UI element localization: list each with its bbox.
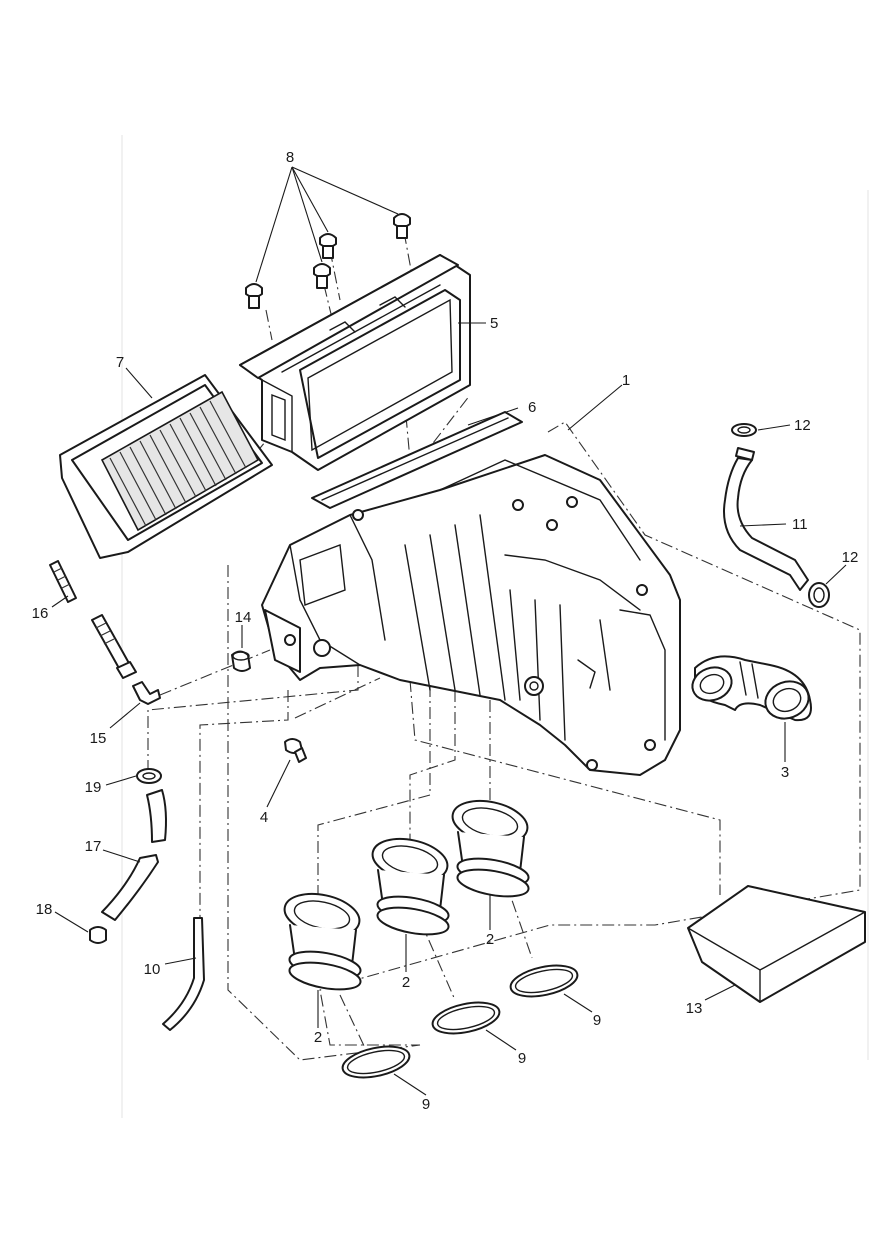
callout-12-lower: 12 <box>842 549 859 566</box>
mount-hole-icon <box>284 634 296 646</box>
callout-16: 16 <box>32 605 49 622</box>
screw-icon <box>393 213 411 239</box>
callout-2-middle: 2 <box>402 974 410 991</box>
callout-1: 1 <box>622 372 630 389</box>
elbow-duct <box>691 655 812 722</box>
callout-9-right: 9 <box>593 1012 601 1029</box>
o-ring-icon <box>341 1045 411 1079</box>
intake-adaptor-right <box>451 799 530 898</box>
hose-clip-lower <box>808 582 830 608</box>
o-ring-icon <box>431 1001 501 1035</box>
o-rings <box>341 964 579 1079</box>
callout-9-left: 9 <box>422 1096 430 1113</box>
callout-17: 17 <box>85 838 102 855</box>
callout-15: 15 <box>90 730 107 747</box>
callout-12-upper: 12 <box>794 417 811 434</box>
screw-icon <box>245 283 263 309</box>
callout-7: 7 <box>116 354 124 371</box>
mounting-bolt <box>284 738 307 763</box>
rubber-grommet <box>231 650 251 672</box>
intake-adaptor-middle <box>371 837 450 936</box>
callout-2-left: 2 <box>314 1029 322 1046</box>
elbow-fitting <box>132 681 161 705</box>
filter-housing-lid <box>239 254 471 471</box>
callout-8: 8 <box>286 149 294 166</box>
callout-3: 3 <box>781 764 789 781</box>
drain-tube <box>101 789 167 921</box>
housing-gasket <box>311 411 523 509</box>
o-ring-icon <box>509 964 579 998</box>
air-filter-element <box>59 374 273 559</box>
callout-14: 14 <box>235 609 252 626</box>
callout-6: 6 <box>528 399 536 416</box>
callout-4: 4 <box>260 809 268 826</box>
callout-13: 13 <box>686 1000 703 1017</box>
callout-labels: 8 5 7 6 1 12 11 12 16 14 3 15 19 4 17 18… <box>32 149 859 1113</box>
callout-18: 18 <box>36 901 53 918</box>
screws-group <box>245 213 411 309</box>
callout-19: 19 <box>85 779 102 796</box>
threaded-stud <box>49 560 137 679</box>
hose-clip-upper <box>731 423 757 437</box>
callout-11: 11 <box>792 516 808 533</box>
breather-hose <box>723 447 809 591</box>
mount-boss-icon <box>313 639 331 657</box>
callout-5: 5 <box>490 315 498 332</box>
screw-icon <box>313 263 331 289</box>
airbox-body <box>261 454 681 776</box>
small-hose <box>162 917 205 1031</box>
drain-clip <box>136 768 162 784</box>
screw-icon <box>319 233 337 259</box>
callout-9-middle: 9 <box>518 1050 526 1067</box>
foam-pad <box>687 885 866 1003</box>
leader-lines <box>51 166 847 1096</box>
intake-adaptor-left <box>283 892 362 991</box>
callout-10: 10 <box>144 961 161 978</box>
drain-plug <box>89 926 107 944</box>
callout-2-right: 2 <box>486 931 494 948</box>
drain-port-icon <box>524 676 544 696</box>
